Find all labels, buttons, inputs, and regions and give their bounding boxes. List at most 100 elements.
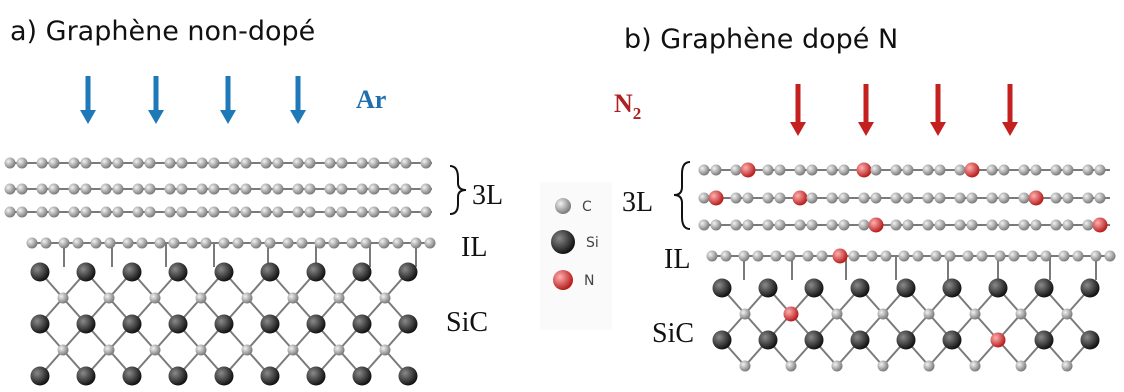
- carbon-atom: [784, 250, 796, 262]
- silicon-atom: [850, 278, 870, 298]
- carbon-atom: [954, 219, 966, 231]
- carbon-atom: [902, 219, 914, 231]
- silicon-atom-icon: [551, 230, 575, 254]
- carbon-atom: [738, 250, 750, 262]
- carbon-atom: [324, 183, 336, 195]
- panel-a-title: a) Graphène non-dopé: [10, 16, 315, 47]
- silicon-atom: [896, 330, 916, 350]
- carbon-atom: [848, 250, 860, 262]
- panel-b: b) Graphène dopé N N2 3L IL SiC: [614, 24, 1116, 372]
- carbon-atom: [282, 237, 294, 249]
- carbon-atom: [902, 192, 914, 204]
- silicon-atom: [1080, 330, 1100, 350]
- arrow-down-icon: [220, 110, 236, 124]
- carbon-atom: [304, 157, 316, 169]
- graphene-layers-b: [698, 162, 1110, 233]
- carbon-atom: [966, 192, 978, 204]
- carbon-atom: [195, 292, 207, 304]
- carbon-atom: [923, 308, 935, 320]
- carbon-atom: [388, 206, 400, 218]
- carbon-atom: [241, 292, 253, 304]
- carbon-atom: [260, 206, 272, 218]
- carbon-atom: [420, 157, 432, 169]
- nitrogen-arrows: [790, 84, 1018, 136]
- nitrogen-atom: [1028, 190, 1044, 206]
- carbon-atom: [346, 237, 358, 249]
- interface-label-b: IL: [664, 244, 690, 275]
- carbon-atom: [866, 250, 878, 262]
- carbon-atom: [806, 219, 818, 231]
- carbon-atom: [826, 164, 838, 176]
- carbon-atom: [954, 164, 966, 176]
- carbon-atom: [90, 237, 102, 249]
- silicon-atom: [988, 278, 1008, 298]
- carbon-atom: [16, 206, 28, 218]
- carbon-atom: [104, 237, 116, 249]
- carbon-atom: [826, 219, 838, 231]
- arrow-down-icon: [930, 122, 946, 136]
- silicon-atom: [30, 366, 50, 386]
- silicon-atom: [122, 262, 142, 282]
- silicon-atom: [260, 366, 280, 386]
- silicon-atom: [758, 278, 778, 298]
- carbon-atom: [710, 164, 722, 176]
- nitrogen-atom: [868, 217, 884, 233]
- carbon-atom: [218, 237, 230, 249]
- carbon-atom: [420, 206, 432, 218]
- carbon-atom: [774, 192, 786, 204]
- carbon-atom: [154, 237, 166, 249]
- carbon-atom: [292, 157, 304, 169]
- carbon-atom: [1026, 250, 1038, 262]
- carbon-atom: [149, 344, 161, 356]
- carbon-atom: [292, 206, 304, 218]
- carbon-atom: [898, 250, 910, 262]
- silicon-atom: [1034, 330, 1054, 350]
- carbon-atom: [870, 192, 882, 204]
- carbon-atom: [368, 157, 380, 169]
- carbon-atom: [304, 183, 316, 195]
- carbon-atom: [1061, 308, 1073, 320]
- silicon-atom: [942, 278, 962, 298]
- carbon-atom: [132, 183, 144, 195]
- carbon-atom: [877, 308, 889, 320]
- carbon-atom: [296, 237, 308, 249]
- carbon-atom: [730, 219, 742, 231]
- carbon-atom: [186, 237, 198, 249]
- carbon-atom: [986, 164, 998, 176]
- carbon-atom: [68, 157, 80, 169]
- carbon-atom: [962, 250, 974, 262]
- carbon-atom: [1008, 250, 1020, 262]
- carbon-atom: [68, 206, 80, 218]
- carbon-atom: [742, 192, 754, 204]
- carbon-atom: [68, 183, 80, 195]
- carbon-atom: [149, 292, 161, 304]
- carbon-atom: [379, 344, 391, 356]
- carbon-atom: [360, 237, 372, 249]
- carbon-atom: [287, 344, 299, 356]
- carbon-atom: [986, 219, 998, 231]
- carbon-atom: [103, 292, 115, 304]
- carbon-atom: [1050, 164, 1062, 176]
- silicon-atom: [1034, 278, 1054, 298]
- silicon-atom: [214, 262, 234, 282]
- silicon-atom: [712, 330, 732, 350]
- legend-item-silicon: Si: [551, 230, 599, 254]
- silicon-atom: [260, 262, 280, 282]
- silicon-atom: [306, 314, 326, 334]
- silicon-atom: [896, 278, 916, 298]
- silicon-atom: [306, 366, 326, 386]
- carbon-atom: [392, 237, 404, 249]
- carbon-atom: [912, 250, 924, 262]
- arrow-down-icon: [80, 110, 96, 124]
- nitrogen-gas-main: N: [614, 89, 633, 118]
- carbon-atom: [1082, 164, 1094, 176]
- carbon-atom: [195, 344, 207, 356]
- silicon-atom: [804, 278, 824, 298]
- silicon-atom: [76, 262, 96, 282]
- carbon-atom: [336, 206, 348, 218]
- carbon-atom: [208, 157, 220, 169]
- carbon-atom: [324, 206, 336, 218]
- carbon-atom: [164, 206, 176, 218]
- carbon-atom: [1082, 192, 1094, 204]
